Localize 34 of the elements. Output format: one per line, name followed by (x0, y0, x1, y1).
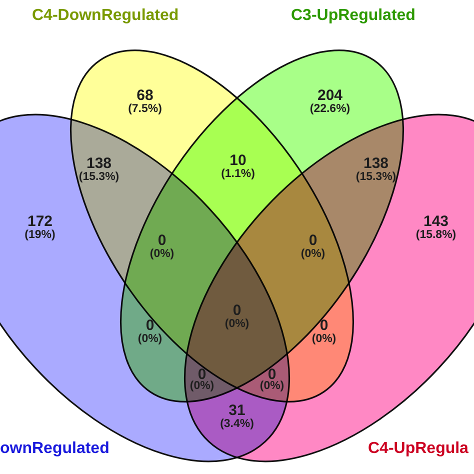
set-title: C3-UpRegulated (291, 8, 416, 24)
percentage-label: (0%) (312, 334, 336, 346)
count-label: 204 (317, 88, 343, 103)
percentage-label: (19%) (24, 230, 56, 242)
set-title: C4-DownRegulated (32, 8, 179, 24)
count-label: 10 (230, 153, 246, 168)
count-label: 0 (158, 233, 166, 248)
count-label: 0 (232, 303, 242, 318)
count-label: 138 (363, 156, 389, 171)
percentage-label: (15.3%) (78, 172, 120, 184)
count-label: 0 (146, 318, 154, 333)
percentage-label: (0%) (260, 381, 284, 392)
count-label: 143 (423, 214, 449, 229)
percentage-label: (22.6%) (310, 104, 350, 116)
count-label: 0 (198, 367, 206, 382)
set-title: ownRegulated (0, 441, 110, 457)
count-label: 172 (27, 214, 53, 229)
percentage-label: (15.8%) (416, 230, 456, 242)
percentage-label: (15.3%) (356, 172, 396, 184)
percentage-label: (0%) (150, 249, 174, 260)
percentage-label: (1.1%) (221, 169, 255, 180)
count-label: 31 (228, 403, 246, 418)
count-label: 0 (320, 318, 328, 333)
count-label: 0 (308, 233, 318, 248)
percentage-label: (0%) (300, 249, 326, 260)
percentage-label: (3.4%) (220, 419, 254, 430)
percentage-label: (0%) (224, 319, 250, 330)
percentage-label: (0%) (190, 381, 214, 392)
count-label: 0 (268, 367, 276, 382)
count-label: 138 (86, 156, 112, 171)
percentage-label: (0%) (138, 334, 162, 346)
percentage-label: (7.5%) (128, 104, 162, 116)
count-label: 68 (136, 88, 154, 103)
set-title: C4-UpRegula (368, 441, 468, 457)
